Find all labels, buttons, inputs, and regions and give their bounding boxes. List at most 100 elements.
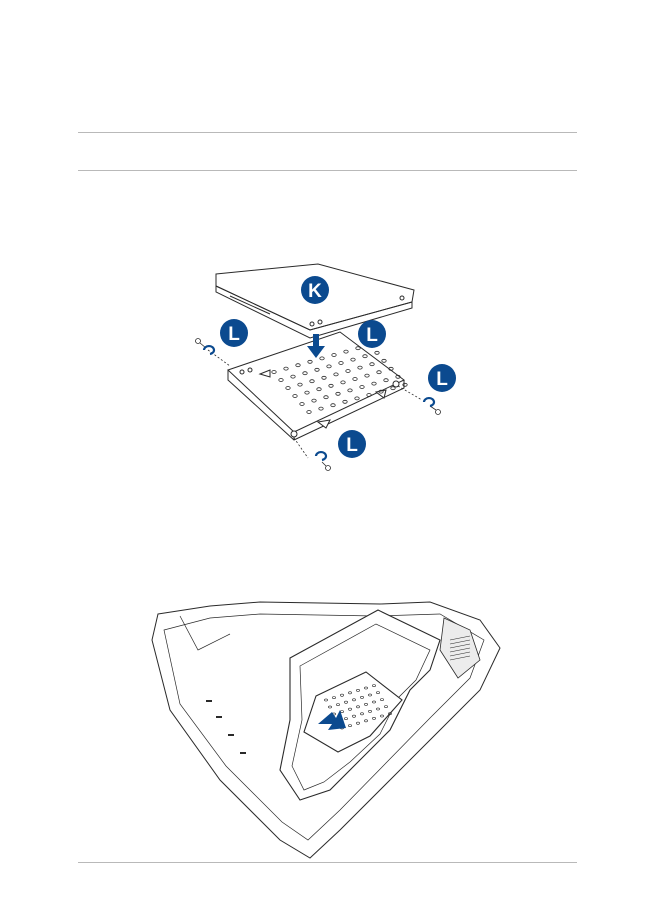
vent-hole	[402, 382, 408, 387]
header-rule-top	[78, 132, 577, 133]
vent-hole	[331, 353, 337, 357]
vent-hole	[278, 378, 284, 382]
vent-hole	[347, 388, 353, 393]
vent-hole	[355, 346, 361, 351]
vent-hole	[354, 396, 360, 401]
vent-hole	[374, 350, 380, 355]
laptop-bay-diagram	[151, 601, 501, 859]
vent-hole	[357, 365, 363, 370]
vent-hole	[372, 684, 376, 688]
vent-hole	[376, 707, 380, 711]
vent-hole	[368, 693, 372, 697]
vent-hole	[330, 403, 336, 408]
vent-hole	[364, 373, 370, 378]
vent-hole	[324, 698, 328, 702]
vent-hole	[364, 719, 368, 723]
vent-hole	[376, 370, 382, 375]
vent-hole	[343, 349, 349, 354]
rotate-arrow-bottom-icon	[314, 451, 328, 462]
vent-hole	[352, 714, 356, 718]
vent-hole	[344, 717, 348, 721]
vent-hole	[390, 386, 396, 391]
svg-text:L: L	[366, 325, 378, 346]
vent-hole	[309, 379, 315, 384]
vent-hole	[292, 394, 298, 398]
vent-hole	[372, 700, 376, 704]
vent-hole	[384, 705, 388, 709]
vent-hole	[333, 372, 339, 377]
vent-hole	[314, 367, 320, 372]
drive-bracket-illustration	[227, 331, 405, 441]
insert-arrow-icon	[307, 334, 325, 358]
callout-l-top-right: L	[358, 320, 386, 348]
vent-hole	[326, 364, 332, 369]
svg-text:L: L	[346, 435, 358, 456]
bay-insert-arrow-icon	[318, 710, 346, 730]
vent-hole	[344, 700, 348, 704]
vent-hole	[360, 696, 364, 699]
vent-hole	[356, 721, 360, 725]
vent-hole	[271, 370, 277, 374]
vent-hole	[368, 710, 372, 713]
vent-hole	[342, 399, 348, 404]
port-holes	[206, 700, 246, 754]
vent-hole	[338, 361, 344, 365]
vent-hole	[302, 371, 308, 376]
vent-hole	[380, 698, 384, 702]
vent-hole	[328, 383, 334, 388]
vent-hole	[359, 385, 365, 389]
vent-hole	[316, 387, 322, 392]
vent-hole	[352, 698, 356, 702]
footer-rule	[78, 862, 577, 863]
vent-hole	[395, 374, 401, 379]
header-rule-bottom	[78, 170, 577, 171]
drive-bracket-diagram: K L L L L	[195, 263, 456, 471]
vent-hole	[340, 380, 346, 385]
callout-l-bottom: L	[338, 430, 366, 458]
vent-hole	[328, 705, 332, 709]
vent-hole	[371, 381, 377, 386]
rotate-arrow-left-icon	[202, 345, 216, 356]
vent-hole	[304, 390, 310, 395]
vent-hole	[299, 402, 305, 406]
speaker-grille-icon	[449, 635, 471, 661]
vent-hole	[352, 377, 358, 381]
vent-hole	[348, 707, 352, 711]
vent-hole	[388, 712, 392, 716]
vent-hole	[336, 703, 340, 707]
svg-text:L: L	[436, 369, 448, 390]
vent-hole	[323, 395, 329, 400]
vent-hole	[297, 382, 303, 387]
screw-right-icon	[429, 405, 441, 415]
rotate-arrow-right-icon	[422, 397, 436, 408]
vent-hole	[348, 724, 352, 728]
vent-hole	[285, 386, 291, 390]
vent-hole	[345, 369, 351, 373]
vent-hole	[318, 406, 324, 411]
vent-hole	[376, 691, 380, 695]
vent-hole	[335, 391, 341, 396]
vent-hole	[319, 356, 325, 361]
vent-hole	[378, 389, 384, 394]
bracket-vent-holes	[271, 342, 408, 414]
vent-hole	[340, 693, 344, 697]
vent-hole	[360, 712, 364, 716]
vent-hole	[366, 393, 372, 397]
vent-hole	[356, 689, 360, 692]
vent-hole	[380, 714, 384, 718]
screw-bottom-icon	[321, 461, 331, 471]
vent-hole	[290, 374, 296, 379]
svg-text:L: L	[228, 324, 240, 345]
vent-hole	[381, 358, 387, 363]
vent-hole	[307, 359, 313, 364]
bay-compartment-illustration	[279, 609, 441, 801]
vent-hole	[332, 696, 336, 700]
callout-l-left: L	[220, 319, 248, 347]
vent-hole	[321, 375, 327, 380]
vent-hole	[362, 354, 368, 359]
vent-hole	[356, 705, 360, 709]
vent-hole	[348, 691, 352, 695]
vent-hole	[283, 366, 289, 371]
vent-hole	[372, 717, 376, 720]
vent-hole	[306, 410, 312, 414]
